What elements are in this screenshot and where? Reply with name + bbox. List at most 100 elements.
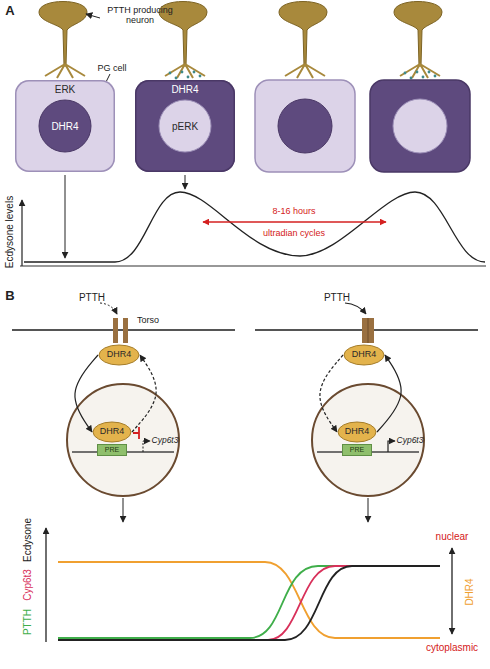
pg-cell — [370, 80, 470, 172]
promoter-arrow — [143, 441, 150, 452]
dhr4-protein-shape — [93, 422, 131, 442]
pointer-arrow — [65, 175, 66, 258]
node-label: PRE — [350, 446, 364, 454]
torso-receptor — [113, 318, 118, 343]
dot — [169, 72, 172, 75]
ptth-curve — [58, 566, 440, 638]
axis-title: PTTH — [22, 609, 34, 635]
pg-cell: ERK DHR4 — [15, 80, 115, 172]
pointer-arrow — [123, 498, 124, 522]
torso-receptor — [123, 318, 128, 343]
neuron — [394, 2, 442, 79]
node-label: DHR4 — [171, 84, 198, 95]
period-arrow — [203, 221, 386, 222]
nucleus — [312, 384, 424, 496]
axon-terminal — [45, 64, 85, 78]
dot — [181, 71, 184, 74]
period-note: 8-16 hours ultradian cycles — [254, 200, 334, 244]
y-axis — [21, 200, 22, 266]
gene-name: Cyp6t3 — [152, 436, 179, 446]
node-label: DHR4 — [51, 121, 78, 132]
dhr4-protein-shape — [99, 345, 139, 365]
transport-arrow — [377, 355, 401, 432]
x-axis — [20, 265, 486, 266]
torso-receptor — [362, 318, 374, 343]
nucleus — [278, 99, 332, 153]
axis-end-label: nuclear — [436, 531, 469, 543]
callout-text: PG cell — [97, 63, 126, 73]
node-label: DHR4 — [345, 427, 370, 437]
axis-title: Ecdysone — [22, 518, 34, 562]
ptth-binding-arrow — [345, 303, 366, 314]
gene-name: Cyp6t3 — [397, 436, 424, 446]
dhr4-curve — [58, 562, 440, 638]
nucleus-shape — [39, 100, 91, 152]
cyp6t3-curve — [58, 566, 440, 640]
pre-element-shape — [343, 445, 372, 456]
pointer-arrow — [368, 498, 369, 522]
axon-terminal — [285, 64, 325, 78]
dhr4-protein-shape — [338, 422, 376, 442]
node-label: pERK — [172, 121, 198, 132]
neuron — [279, 2, 327, 79]
nucleus: DHR4 — [38, 99, 92, 153]
pointer-arrow — [86, 14, 100, 18]
axon-terminal — [165, 64, 205, 78]
node-label: ERK — [55, 84, 76, 95]
axis-title: DHR4 — [464, 578, 476, 605]
localization-axis — [451, 548, 452, 634]
dot — [416, 71, 419, 74]
axis-end-label: cytoplasmic — [426, 642, 478, 654]
hormone-name: PTTH — [324, 292, 350, 304]
dot — [404, 72, 407, 75]
pg-cell — [255, 80, 355, 172]
dot — [428, 71, 431, 74]
pg-cell: DHR4 pERK — [135, 80, 235, 172]
transport-arrow — [132, 355, 156, 432]
neuron — [39, 2, 87, 79]
nucleus — [393, 99, 447, 153]
ptth-binding-arrow — [100, 303, 117, 314]
axis-title: Cyp6t3 — [22, 569, 34, 601]
node-label: DHR4 — [352, 350, 377, 360]
node-label: DHR4 — [100, 427, 125, 437]
nucleus-shape — [159, 100, 211, 152]
pre-element: PRE — [97, 444, 127, 456]
neuron-body — [279, 2, 327, 67]
dot — [410, 77, 413, 80]
transport-arrow — [320, 355, 343, 432]
y-axis — [45, 528, 46, 642]
axis-title: Ecdysone levels — [4, 196, 16, 268]
pre-element-shape — [98, 445, 127, 456]
callout-text: PTTH producing neuron — [100, 5, 180, 26]
dot — [199, 75, 202, 78]
dhr4-protein: DHR4 — [337, 421, 377, 443]
dot — [193, 71, 196, 74]
neuron-body — [39, 2, 87, 67]
panel-letter: A — [5, 4, 14, 19]
inhibition-bar — [133, 427, 139, 439]
dot — [187, 76, 190, 79]
dhr4-protein-shape — [344, 345, 384, 365]
axon-terminal — [400, 64, 440, 78]
receptor-dimer-line — [368, 318, 369, 343]
transport-arrow — [75, 355, 98, 432]
dhr4-protein: DHR4 — [92, 421, 132, 443]
dot — [422, 76, 425, 79]
nucleus: pERK — [158, 99, 212, 153]
pointer-arrow — [185, 175, 186, 189]
ecdysone-curve — [58, 566, 440, 640]
dot — [434, 75, 437, 78]
promoter-arrow — [388, 441, 395, 452]
dhr4-protein: DHR4 — [98, 344, 140, 366]
receptor-name: Torso — [137, 315, 159, 325]
nucleus — [67, 384, 179, 496]
neuron-body — [394, 2, 442, 67]
dhr4-protein: DHR4 — [343, 344, 385, 366]
node-label: DHR4 — [107, 350, 132, 360]
pre-element: PRE — [342, 444, 372, 456]
